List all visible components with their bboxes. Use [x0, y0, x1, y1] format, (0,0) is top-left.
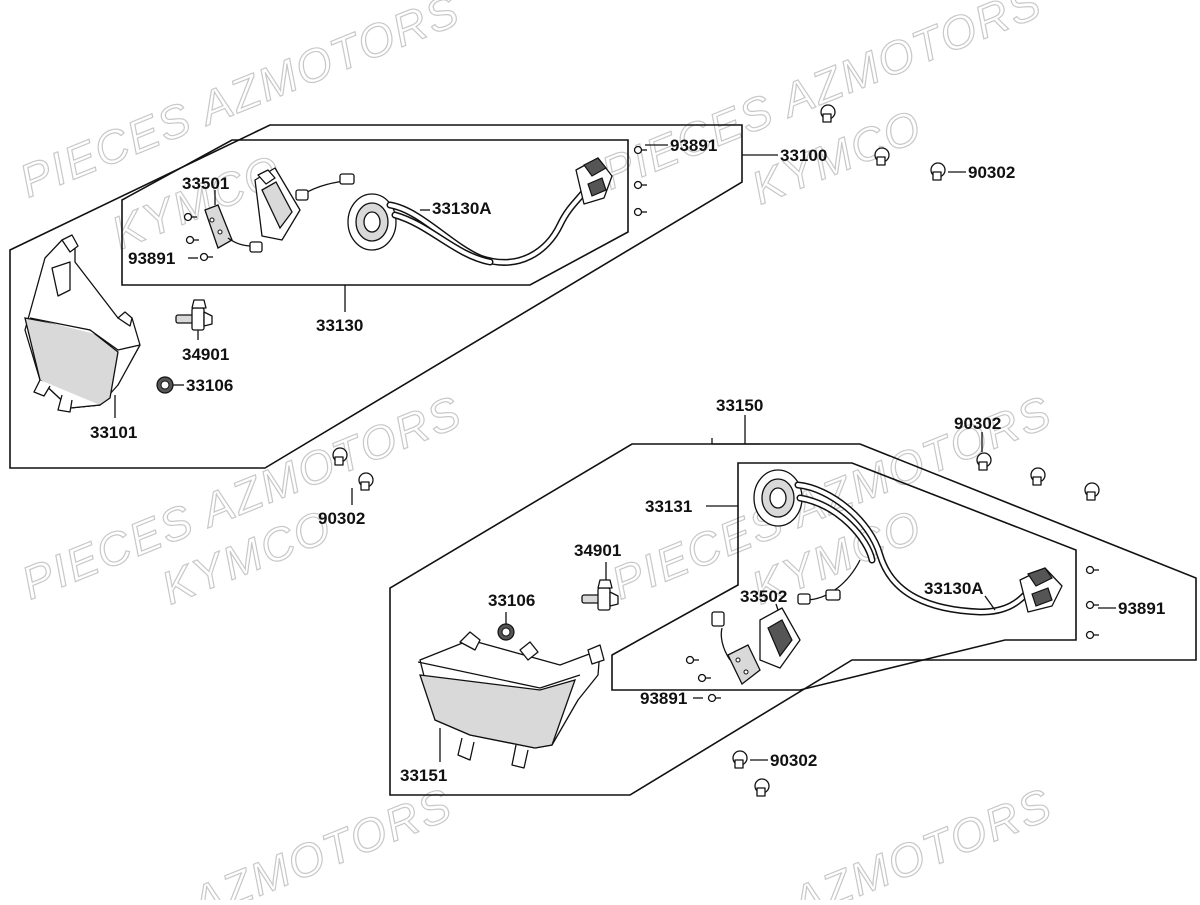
bulb-34901	[175, 299, 213, 340]
connector-upper	[575, 157, 613, 205]
upper-assembly	[9, 104, 966, 505]
label-seal: 33106	[186, 376, 233, 395]
label-screw: 93891	[1118, 599, 1165, 618]
label-assembly: 33150	[716, 396, 763, 415]
bolt-90302-group-d	[732, 750, 770, 797]
label-lens: 33101	[90, 423, 137, 442]
label-screw: 93891	[670, 136, 717, 155]
label-bolt: 90302	[968, 163, 1015, 182]
label-lens: 33151	[400, 766, 447, 785]
lower-assembly-frame	[389, 443, 1197, 796]
harness-33130A-lower	[753, 469, 1063, 616]
label-bulb: 34901	[182, 345, 229, 364]
label-screw: 93891	[128, 249, 175, 268]
board-33501	[204, 190, 263, 253]
headlight-lens-33151	[417, 631, 605, 769]
upper-screws	[183, 145, 647, 262]
connector-lower	[1019, 567, 1063, 613]
bulb-34901-lower	[581, 562, 619, 611]
watermark-partial: AZMOTORS	[781, 778, 1059, 900]
label-bolt: 90302	[318, 509, 365, 528]
headlight-lens-33101	[24, 234, 141, 418]
label-bolt: 90302	[954, 414, 1001, 433]
label-harness: 33130A	[432, 199, 492, 218]
bolt-90302-group-a	[820, 104, 946, 181]
harness-33130A	[295, 157, 613, 266]
upper-assembly-frame	[9, 124, 743, 469]
label-board: 33502	[740, 587, 787, 606]
lower-unit-frame	[611, 462, 1077, 691]
label-harness: 33130A	[924, 579, 984, 598]
label-assembly: 33100	[780, 146, 827, 165]
label-screw: 93891	[640, 689, 687, 708]
bolt-90302-group-c	[976, 452, 1100, 501]
board-33502	[711, 603, 801, 686]
label-board: 33501	[182, 174, 229, 193]
watermark-partial: AZMOTORS	[181, 778, 459, 900]
lower-assembly	[389, 415, 1197, 797]
socket-bracket	[254, 167, 301, 241]
watermark-layer: PIECES AZMOTORS KYMCO PIECES AZMOTORS KY…	[12, 0, 1060, 905]
upper-unit-frame	[121, 139, 629, 286]
label-seal: 33106	[488, 591, 535, 610]
seal-33106-lower	[497, 612, 515, 641]
seal-33106	[156, 376, 184, 394]
bolt-90302-group-b	[332, 447, 374, 491]
label-unit: 33131	[645, 497, 692, 516]
label-bolt: 90302	[770, 751, 817, 770]
lower-screws	[685, 565, 1099, 703]
label-unit: 33130	[316, 316, 363, 335]
label-bulb: 34901	[574, 541, 621, 560]
